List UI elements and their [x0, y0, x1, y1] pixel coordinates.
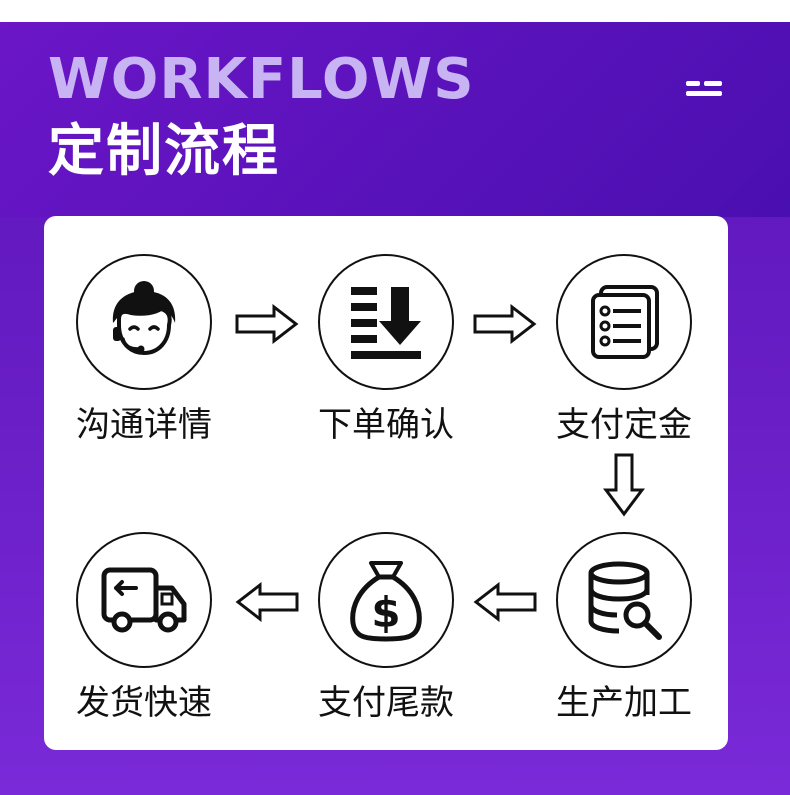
- step-label-production: 生产加工: [556, 683, 692, 723]
- step-label-order: 下单确认: [318, 405, 454, 445]
- step-label-consult: 沟通详情: [76, 405, 212, 445]
- money-bag-icon: $: [350, 561, 422, 642]
- svg-text:$: $: [371, 588, 400, 637]
- step-circle-production: [556, 532, 692, 668]
- step-circle-consult: [76, 254, 212, 390]
- step-circle-deposit: [556, 254, 692, 390]
- checklist-icon: [591, 285, 659, 359]
- database-production-icon: [588, 561, 662, 640]
- step-label-delivery: 发货快速: [76, 683, 212, 723]
- step-label-deposit: 支付定金: [556, 405, 692, 445]
- header-banner: WORKFLOWS 定制流程: [0, 22, 790, 217]
- arrow-left-icon: [235, 582, 299, 622]
- step-label-balance: 支付尾款: [318, 683, 454, 723]
- arrow-right-icon: [235, 304, 299, 344]
- arrow-right-icon: [473, 304, 537, 344]
- step-circle-order: [318, 254, 454, 390]
- delivery-truck-icon: [101, 567, 187, 633]
- customer-service-icon: [112, 281, 176, 356]
- download-order-icon: [351, 287, 421, 359]
- page-title-cn: 定制流程: [48, 119, 280, 184]
- page-title-en: WORKFLOWS: [48, 47, 475, 112]
- step-circle-delivery: [76, 532, 212, 668]
- step-circle-balance: $: [318, 532, 454, 668]
- arrow-down-icon: [603, 453, 645, 517]
- top-strip: [0, 0, 790, 22]
- workflow-card: 沟通详情 下单确认 支付定金: [44, 216, 728, 750]
- arrow-left-icon: [473, 582, 537, 622]
- menu-dash-icon[interactable]: [684, 78, 724, 100]
